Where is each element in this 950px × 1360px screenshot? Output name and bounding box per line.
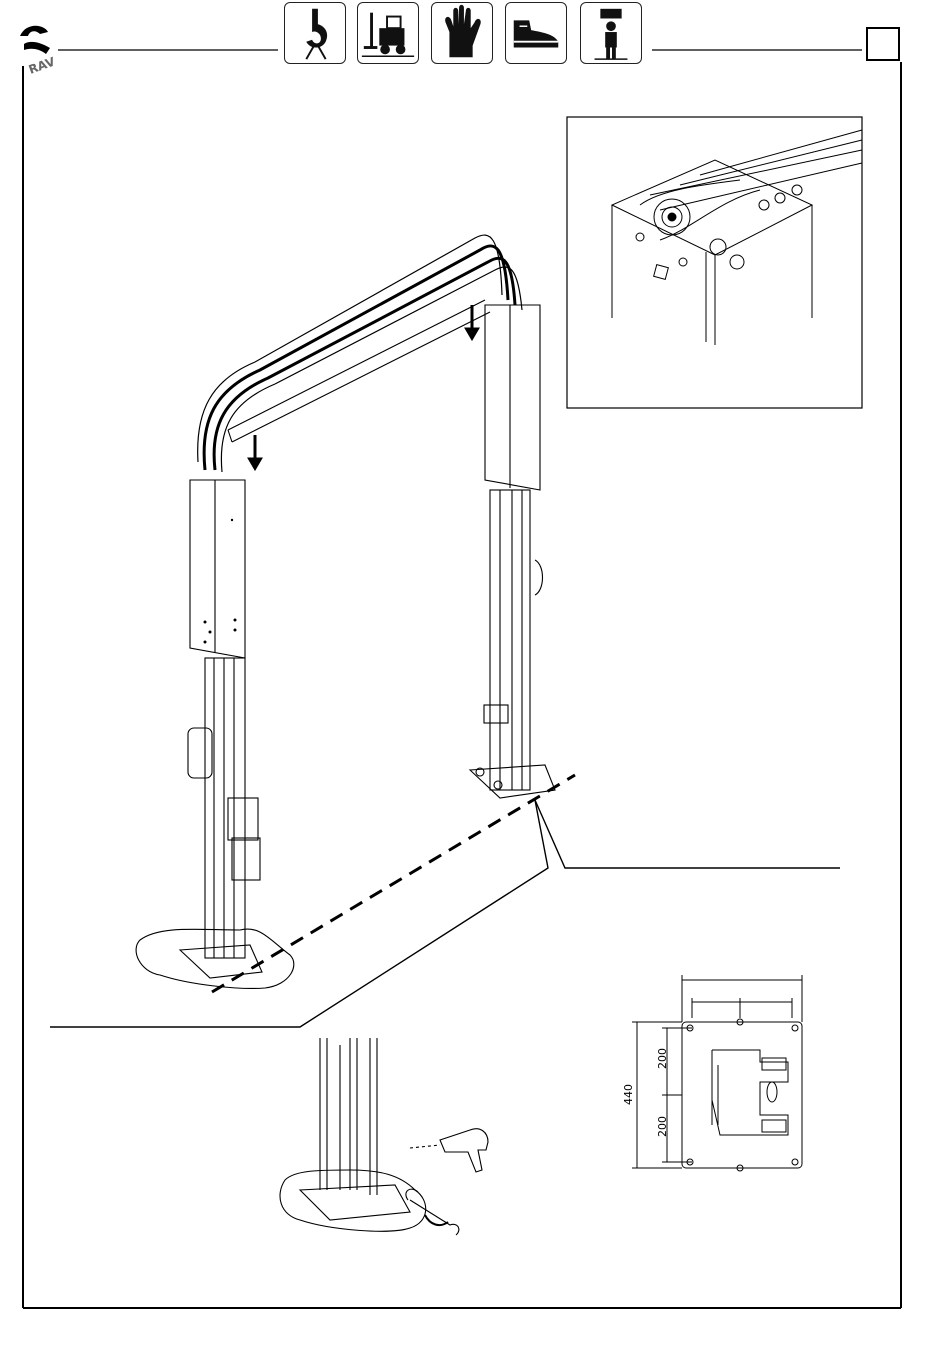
- detail-inset: [567, 117, 862, 408]
- dimension-label-lower: 200: [656, 1116, 669, 1137]
- protective-glove-icon: [431, 2, 493, 64]
- svg-text:RAV: RAV: [27, 54, 58, 77]
- lift-load-person-icon: [580, 2, 642, 64]
- page-number-box: [866, 27, 900, 61]
- dimension-label-total-height: 440: [622, 1084, 635, 1105]
- brand-logo: RAV: [20, 26, 58, 77]
- base-plate-dimension-drawing: [632, 975, 802, 1171]
- dimension-label-upper: 200: [656, 1048, 669, 1069]
- safety-shoe-icon: [505, 2, 567, 64]
- anchor-drilling-detail: [280, 1038, 488, 1235]
- crane-hook-icon: [284, 2, 346, 64]
- forklift-icon: [357, 2, 419, 64]
